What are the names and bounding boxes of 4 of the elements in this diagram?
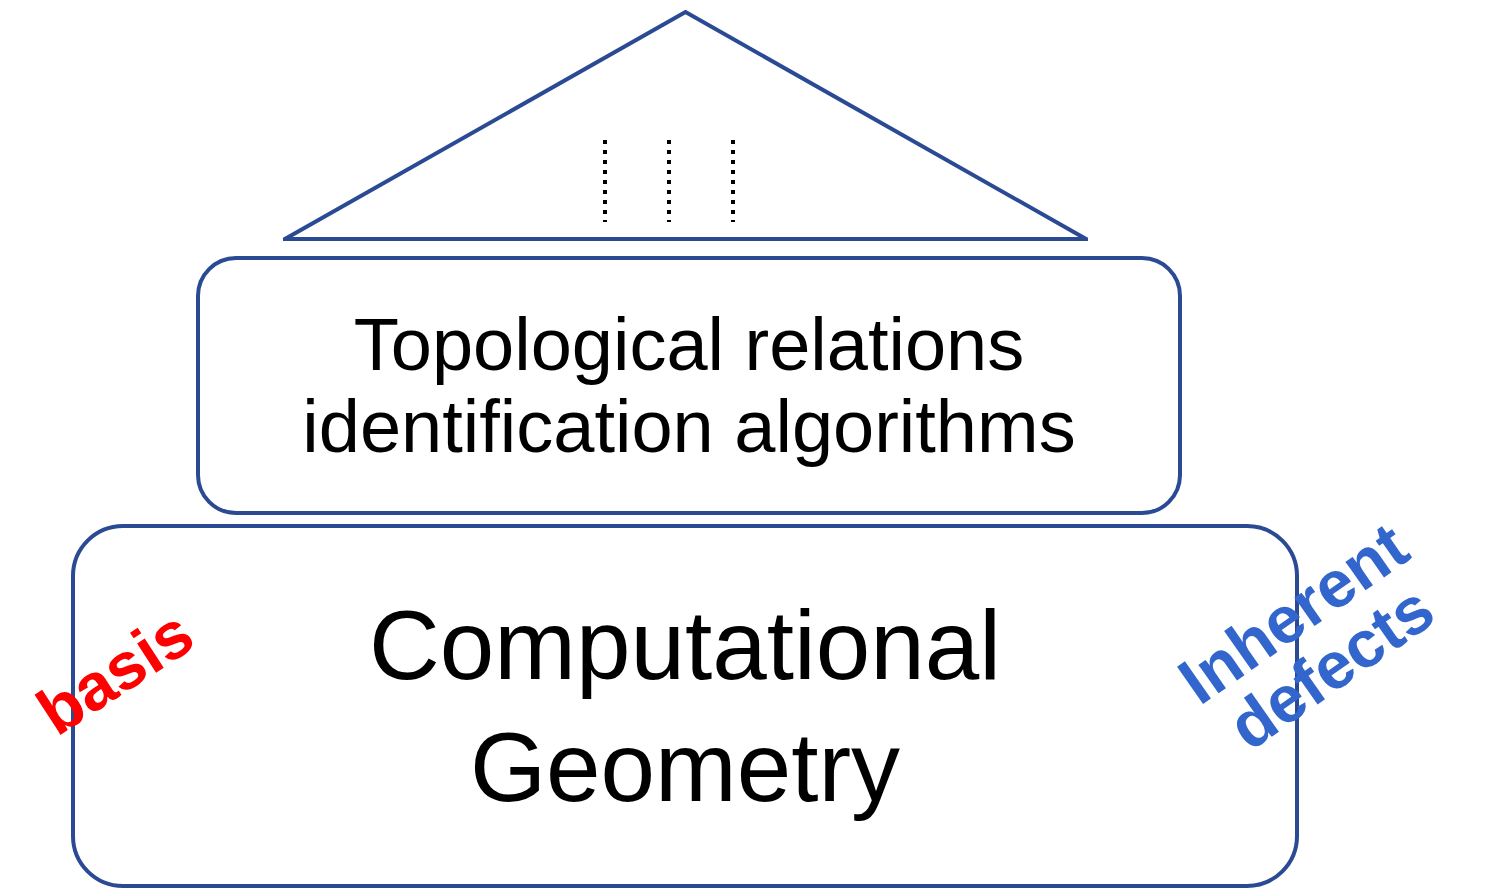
layer-box [196,256,1182,515]
roof-triangle [283,10,1088,241]
layer-title: Topological relations identification algorithms [301,304,1077,467]
layer-title: Computational Geometry [368,588,1002,824]
